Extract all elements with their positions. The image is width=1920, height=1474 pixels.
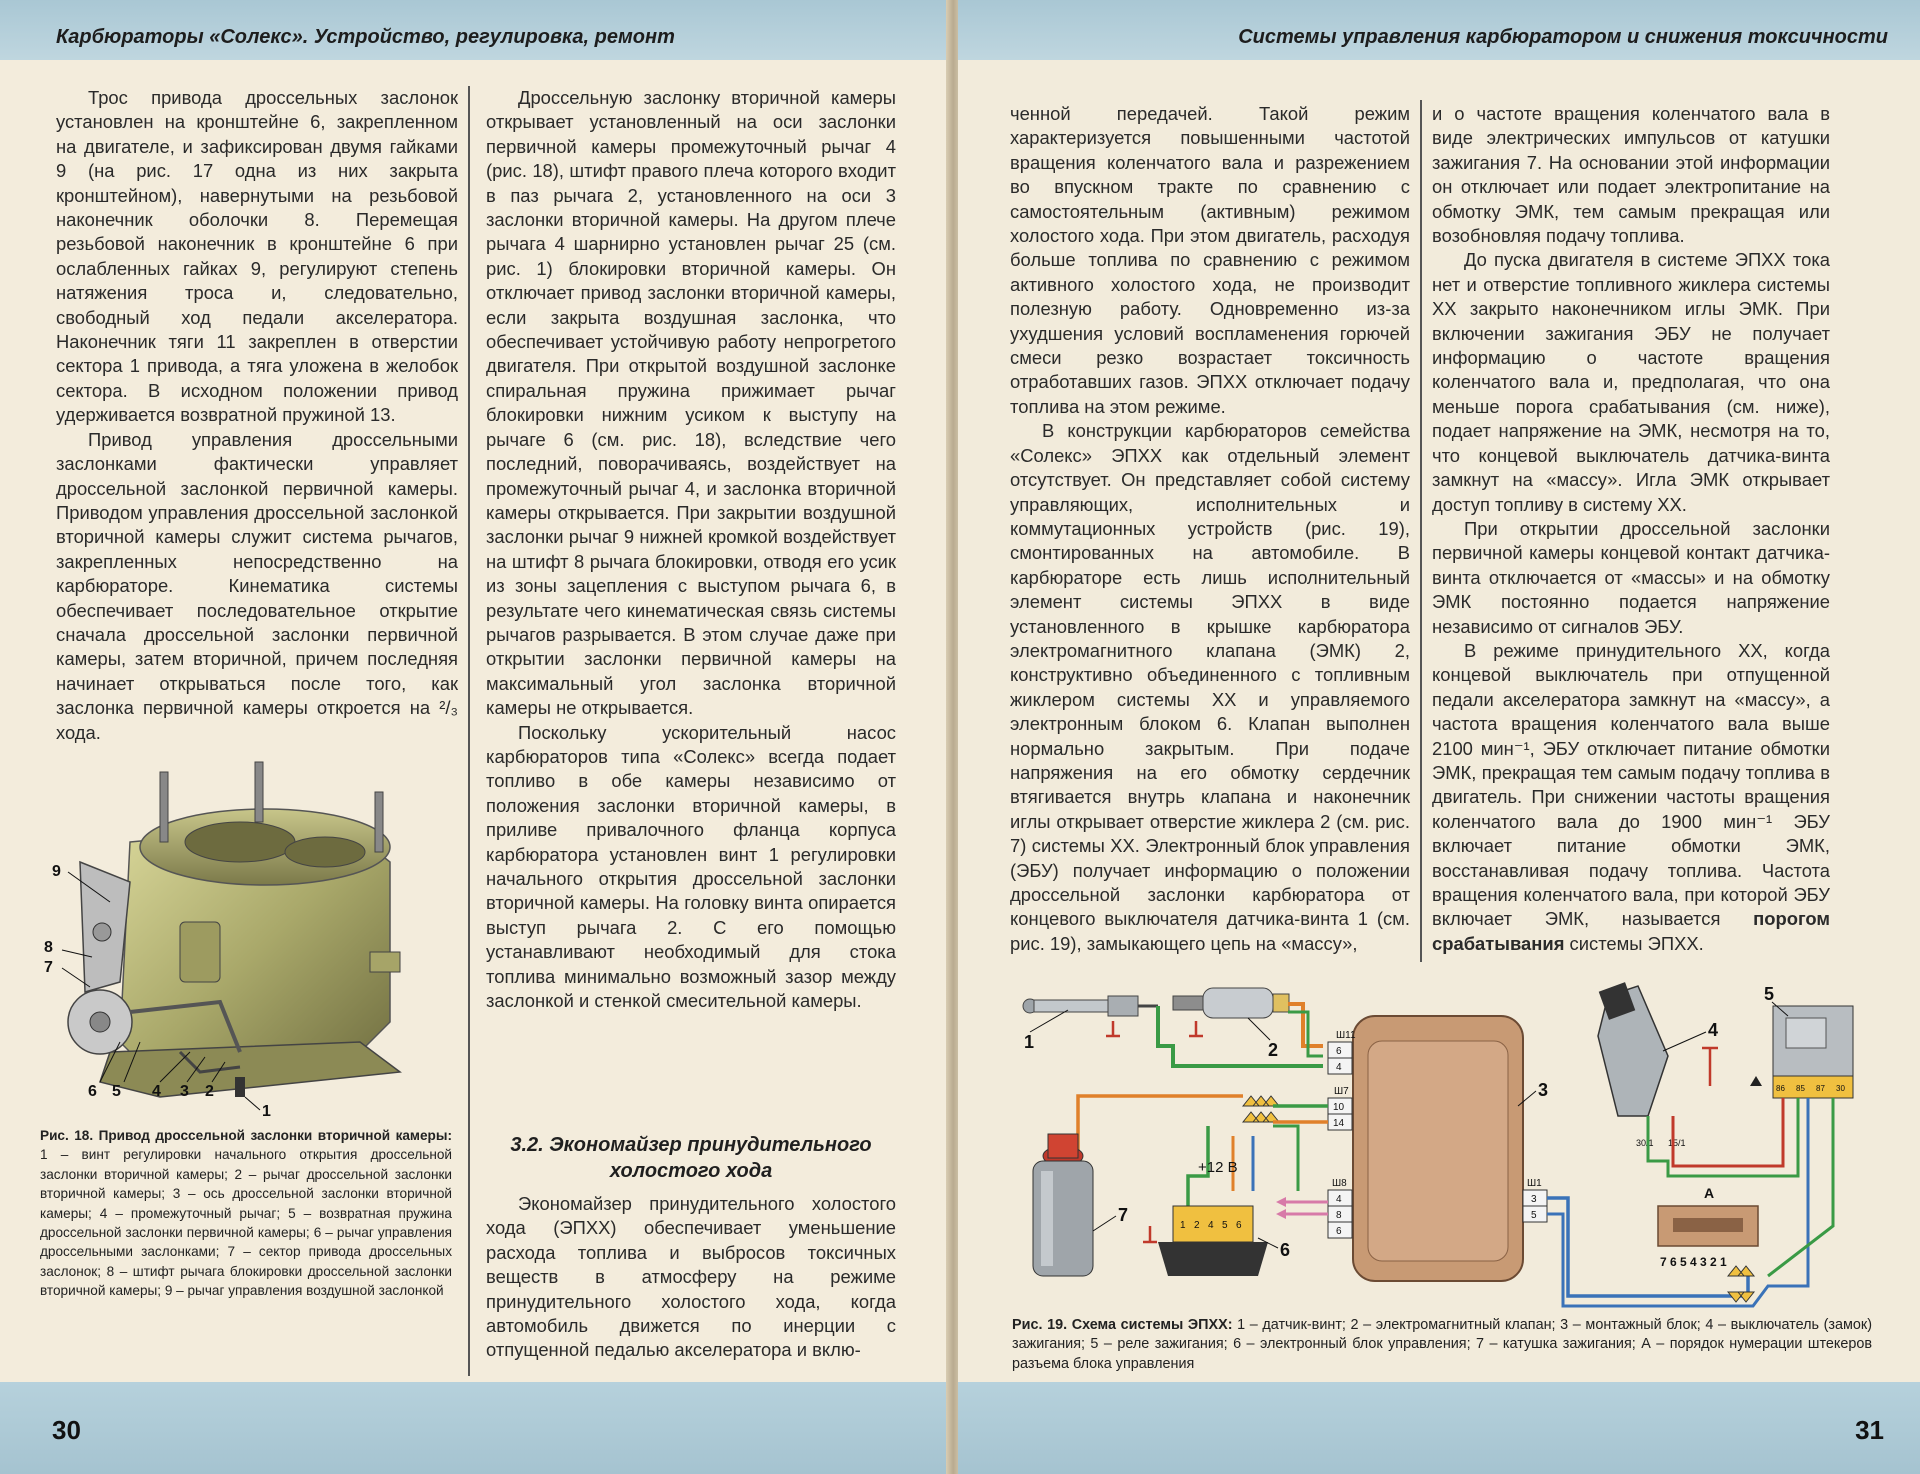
carburetor-illustration: 9 8 7 6 5 4 3 2 1 [44,761,402,1120]
sh7-pin-10: 10 [1333,1102,1345,1113]
ecu-pin-4: 4 [1208,1220,1214,1231]
left-col2-para-3: Экономайзер принудительного холостого хо… [486,1193,896,1361]
switch-pin-15-1: 15/1 [1668,1138,1686,1148]
connector-a [1657,1205,1759,1247]
threshold-term: порогом срабатывания [1432,908,1830,954]
sh8-pin-6: 6 [1336,1226,1342,1237]
right-column-2: и о частоте вращения коленчатого вала в … [1432,102,1830,956]
connector-sh8-label: Ш8 [1332,1178,1347,1189]
connector-sh7-label: Ш7 [1334,1086,1349,1097]
fig19-label-1: 1 [1024,1032,1034,1052]
ecu-block-6 [1158,1205,1268,1276]
relay-pin-87: 87 [1816,1084,1825,1093]
ecu-pin-2: 2 [1194,1220,1200,1231]
right-page-number: 31 [1855,1415,1884,1445]
ecu-pin-6: 6 [1236,1220,1242,1231]
fig19-label-4: 4 [1708,1020,1718,1040]
sh8-pin-4: 4 [1336,1194,1342,1205]
plus-12v-label: +12 В [1198,1159,1238,1176]
left-col2-para-1: Дроссельную заслонку вторичной камеры от… [486,87,896,719]
sh11-pin-4: 4 [1336,1062,1342,1073]
right-running-header: Системы управления карбюратором и снижен… [1238,26,1888,48]
left-page-number: 30 [52,1415,81,1445]
fig19-label-7: 7 [1118,1205,1128,1225]
fig18-label-8: 8 [44,939,53,956]
relay-pin-30: 30 [1836,1084,1845,1093]
fig18-label-6: 6 [88,1083,97,1100]
fig19-label-3: 3 [1538,1080,1548,1100]
mounting-block-3 [1352,1015,1524,1282]
left-footer-band [0,1382,950,1474]
sh8-pin-8: 8 [1336,1210,1342,1221]
fig19-caption-title: Рис. 19. Схема системы ЭПХХ: [1012,1317,1233,1333]
fig19-caption-text: 1 – датчик-винт; 2 – электромагнитный кл… [1012,1317,1872,1372]
sh7-pin-14: 14 [1333,1118,1345,1129]
fig18-label-7: 7 [44,959,53,976]
ignition-switch-4 [1597,982,1669,1117]
right-col1-para-2: В конструкции карбюраторов семейства «Со… [1010,420,1410,954]
connector-a-pin-order: 7 6 5 4 3 2 1 [1660,1255,1727,1269]
right-col1-para-1: ченной передачей. Такой режим характериз… [1010,103,1410,417]
right-header-band [958,0,1920,60]
left-column-rule [468,86,470,1376]
fig18-caption-text: 1 – винт регулировки начального открытия… [40,1147,452,1299]
figure-19-caption: Рис. 19. Схема системы ЭПХХ: 1 – датчик-… [1012,1316,1872,1374]
fig18-label-4: 4 [152,1083,161,1100]
left-running-header: Карбюраторы «Солекс». Устройство, регули… [56,26,675,48]
sh1-pin-3: 3 [1531,1194,1537,1205]
fig19-label-a: А [1704,1185,1714,1201]
sh1-pin-5: 5 [1531,1210,1537,1221]
right-col2-para-4-tail: системы ЭПХХ. [1564,932,1704,954]
fig19-label-5: 5 [1764,984,1774,1004]
fig19-label-6: 6 [1280,1240,1290,1260]
right-page: Системы управления карбюратором и снижен… [958,0,1920,1474]
sh11-pin-6: 6 [1336,1046,1342,1057]
fig18-label-1: 1 [262,1103,271,1120]
section-title-3-2: 3.2. Экономайзер принудительного холосто… [510,1134,872,1182]
fig18-label-3: 3 [180,1083,189,1100]
sensor-screw-1 [1022,995,1158,1017]
relay-pin-86: 86 [1776,1084,1785,1093]
relay-pin-85: 85 [1796,1084,1805,1093]
figure-18-carburetor: 9 8 7 6 5 4 3 2 1 [40,752,460,1122]
left-col2-after-section: Экономайзер принудительного холостого хо… [486,1192,896,1363]
ignition-relay-5 [1772,1005,1854,1099]
right-column-rule [1420,100,1422,962]
ecu-pin-5: 5 [1222,1220,1228,1231]
fig18-caption-title: Рис. 18. Привод дроссельной заслонки вто… [40,1128,452,1143]
left-col2-para-2: Поскольку ускорительный насос карбюратор… [486,721,896,1012]
figure-19-wiring-diagram: 1 2 3 Ш11 6 4 Ш7 [1008,976,1888,1316]
left-page: Карбюраторы «Солекс». Устройство, регули… [0,0,950,1474]
right-footer-band [958,1382,1920,1474]
right-col2-para-1: и о частоте вращения коленчатого вала в … [1432,103,1830,247]
left-column-2: Дроссельную заслонку вторичной камеры от… [486,86,896,1013]
right-col2-para-3: При открытии дроссельной заслонки первич… [1432,517,1830,637]
fig18-label-9: 9 [52,863,61,880]
figure-18-caption: Рис. 18. Привод дроссельной заслонки вто… [40,1126,452,1301]
ecu-pin-1: 1 [1180,1220,1186,1231]
right-col2-para-4: В режиме принудительного ХХ, когда конце… [1432,639,1830,956]
ignition-coil-7 [1032,1133,1094,1277]
right-col2-para-4-text: В режиме принудительного ХХ, когда конце… [1432,639,1830,930]
epxx-wiring-svg: 1 2 3 Ш11 6 4 Ш7 [1022,982,1854,1308]
fig18-label-2: 2 [205,1083,214,1100]
left-column-1: Трос привода дроссельных заслонок устано… [56,86,458,745]
solenoid-valve-2 [1172,987,1290,1019]
right-col2-para-2: До пуска двигателя в системе ЭПХХ тока н… [1432,249,1830,515]
switch-pin-30-1: 30/1 [1636,1138,1654,1148]
left-col1-para-1: Трос привода дроссельных заслонок устано… [56,87,458,426]
left-col1-para-2: Привод управления дроссельными заслонкам… [56,428,458,743]
connector-sh11-label: Ш11 [1336,1030,1356,1041]
right-column-1: ченной передачей. Такой режим характериз… [1010,102,1410,956]
left-header-band [0,0,950,60]
fig18-label-5: 5 [112,1083,121,1100]
connector-sh1-label: Ш1 [1527,1178,1542,1189]
fig19-label-2: 2 [1268,1040,1278,1060]
